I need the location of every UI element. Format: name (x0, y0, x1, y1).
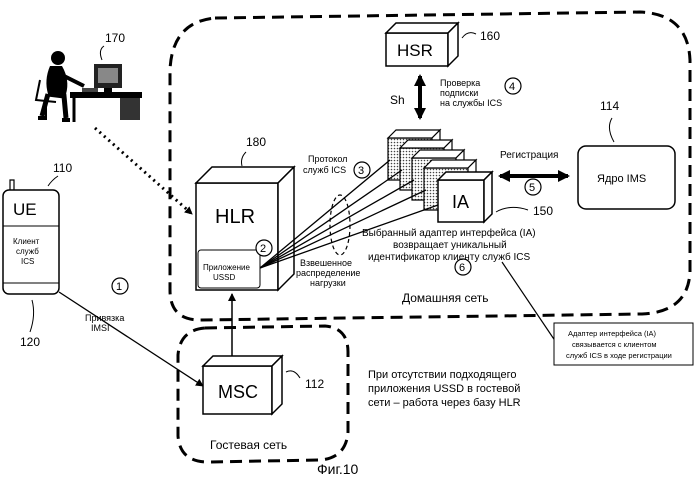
ia-label: IA (452, 192, 469, 212)
msc-label: MSC (218, 382, 258, 402)
step-1-marker: 1 (112, 278, 128, 294)
check-line3: на службы ICS (440, 98, 502, 108)
step-1-number: 1 (116, 281, 122, 293)
step-4-marker: 4 (505, 78, 521, 94)
ue-client-line2: служб (16, 247, 39, 256)
ue-ref-leader (48, 176, 58, 186)
hlr-app-line1: Приложение (203, 263, 250, 272)
hsr-ref-leader (462, 33, 476, 38)
msc-ref-number: 112 (305, 377, 324, 391)
operator-ref-leader (100, 46, 104, 60)
check-line1: Проверка (440, 78, 480, 88)
fallback-line3: сети – работа через базу HLR (368, 397, 521, 409)
step-5-number: 5 (529, 182, 535, 194)
hsr-ref-number: 160 (480, 29, 500, 43)
load-distribution-ellipse (330, 195, 350, 255)
weighted-line3: нагрузки (310, 278, 346, 288)
guest-network-label: Гостевая сеть (210, 438, 287, 452)
ue-label: UE (13, 200, 37, 219)
ue-device: UE Клиент служб ICS (3, 180, 59, 294)
hsr-label: HSR (397, 41, 433, 60)
operator-to-hlr-link (95, 128, 192, 214)
operator-ref-number: 170 (105, 31, 125, 45)
ia-stack (388, 130, 492, 222)
ue-client-line1: Клиент (13, 237, 40, 246)
ims-ref-number: 114 (600, 99, 619, 113)
ue-bottom-leader (30, 300, 34, 332)
step-2-marker: 2 (256, 240, 272, 256)
home-network-label: Домашняя сеть (402, 291, 488, 305)
protocol-line1: Протокол (308, 154, 347, 164)
imsi-line1: Привязка (85, 313, 124, 323)
step-5-marker: 5 (525, 179, 541, 195)
fallback-line2: приложения USSD в гостевой (368, 383, 520, 395)
ue-bottom-ref: 120 (20, 335, 40, 349)
step-2-number: 2 (260, 243, 266, 255)
imsi-line2: IMSI (91, 323, 110, 333)
step-3-marker: 3 (354, 162, 370, 178)
selected-line3: идентификатор клиенту служб ICS (368, 251, 531, 263)
note-line2: связывается с клиентом (572, 340, 657, 349)
ue-ref-number: 110 (53, 161, 72, 175)
step-6-number: 6 (459, 262, 465, 274)
step-4-number: 4 (509, 81, 515, 93)
hlr-label: HLR (215, 206, 255, 228)
operator-workstation-icon (36, 51, 142, 122)
weighted-line2: распределение (296, 268, 360, 278)
ue-client-line3: ICS (21, 257, 34, 266)
registration-label: Регистрация (500, 150, 558, 161)
msc-ref-leader (286, 371, 300, 378)
protocol-line2: служб ICS (303, 165, 346, 175)
hlr-ref-number: 180 (246, 135, 266, 149)
ia-ref-leader (496, 207, 528, 212)
weighted-line1: Взвешенное (300, 258, 352, 268)
selected-line1: Выбранный адаптер интерфейса (IA) (362, 227, 536, 239)
ims-ref-leader (609, 118, 614, 142)
ia-ref-number: 150 (533, 204, 553, 218)
step-3-number: 3 (358, 165, 364, 177)
check-line2: подписки (440, 88, 478, 98)
hlr-app-line2: USSD (213, 273, 235, 282)
sh-label: Sh (390, 93, 405, 107)
ims-label: Ядро IMS (597, 173, 646, 185)
note-line3: служб ICS в ходе регистрации (566, 351, 672, 360)
hlr-ref-leader (242, 152, 247, 166)
figure-caption: Фиг.10 (317, 461, 359, 477)
note-line1: Адаптер интерфейса (IA) (568, 329, 657, 338)
fallback-line1: При отсутствии подходящего (368, 369, 516, 381)
selected-line2: возвращает уникальный (393, 240, 507, 251)
